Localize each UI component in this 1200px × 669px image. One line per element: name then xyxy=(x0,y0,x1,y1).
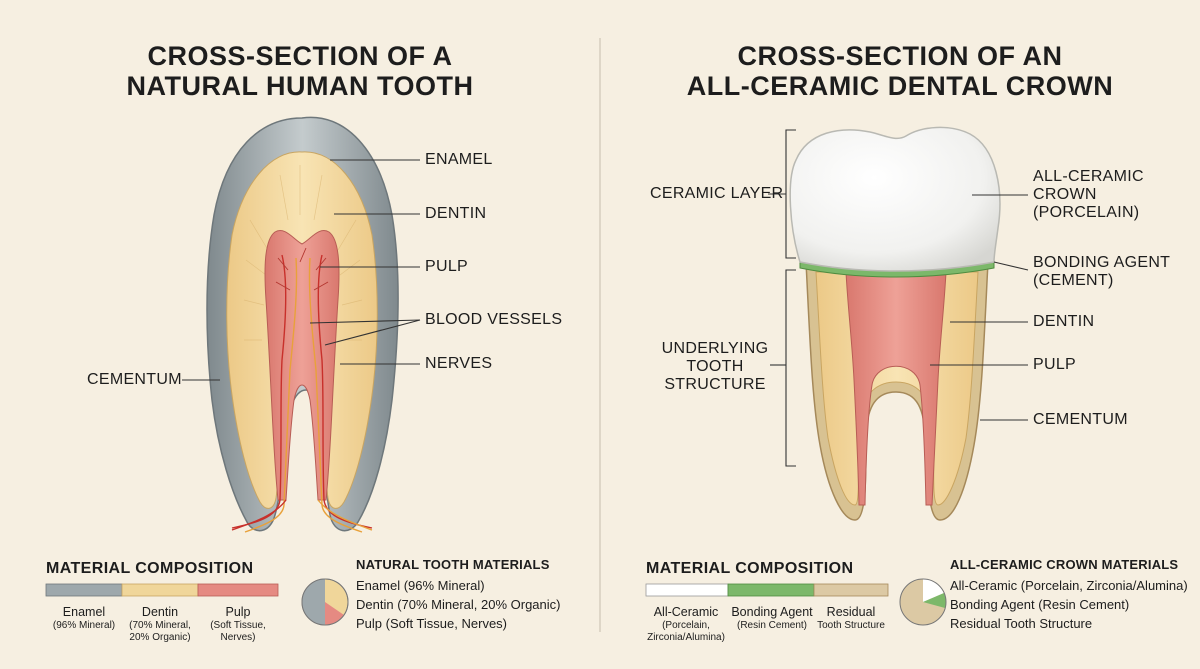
right-leader-lines xyxy=(768,129,1029,467)
left-seg-pulp-name: Pulp xyxy=(225,605,251,619)
label-pulp-right: PULP xyxy=(1033,356,1076,373)
left-legend-item-dentin: Dentin (70% Mineral, 20% Organic) xyxy=(356,597,561,612)
label-underlying-line3: STRUCTURE xyxy=(664,376,766,393)
right-seg-ceramic-name: All-Ceramic xyxy=(653,605,719,619)
right-legend-item-ceramic: All-Ceramic (Porcelain, Zirconia/Alumina… xyxy=(950,578,1188,593)
label-enamel: ENAMEL xyxy=(425,151,493,168)
right-legend-pie xyxy=(899,578,947,626)
left-legend-item-pulp: Pulp (Soft Tissue, Nerves) xyxy=(356,616,507,631)
right-seg-bonding-detail1: (Resin Cement) xyxy=(736,620,808,631)
right-legend-item-residual: Residual Tooth Structure xyxy=(950,616,1093,631)
right-legend-heading: ALL-CERAMIC CROWN MATERIALS xyxy=(950,557,1179,572)
natural-tooth-illustration xyxy=(206,116,399,533)
left-seg-pulp-detail2: Nerves) xyxy=(220,632,256,643)
left-seg-dentin-detail2: 20% Organic) xyxy=(129,632,191,643)
right-seg-residual-detail1: Tooth Structure xyxy=(817,620,885,631)
label-ceramic-layer: CERAMIC LAYER xyxy=(650,185,784,202)
label-cementum-right: CEMENTUM xyxy=(1033,411,1128,428)
label-nerves: NERVES xyxy=(425,355,493,372)
left-legend-heading: NATURAL TOOTH MATERIALS xyxy=(356,557,550,572)
left-seg-enamel-detail: (96% Mineral) xyxy=(52,620,116,631)
left-leader-lines xyxy=(182,159,421,381)
label-crown-line1: ALL-CERAMIC xyxy=(1033,168,1144,185)
left-composition-heading: MATERIAL COMPOSITION xyxy=(46,560,254,577)
bar-segment-bonding xyxy=(727,583,815,597)
bar-segment-enamel xyxy=(45,583,123,597)
label-underlying-line1: UNDERLYING xyxy=(661,340,769,357)
left-seg-pulp-detail1: (Soft Tissue, xyxy=(210,620,266,631)
label-blood-vessels: BLOOD VESSELS xyxy=(425,311,563,328)
right-seg-ceramic-detail1: (Porcelain, xyxy=(662,620,710,631)
label-cementum-left: CEMENTUM xyxy=(87,371,182,388)
label-pulp: PULP xyxy=(425,258,468,275)
label-dentin-right: DENTIN xyxy=(1033,313,1095,330)
left-seg-dentin-name: Dentin xyxy=(141,605,179,619)
bar-segment-residual xyxy=(813,583,889,597)
left-title-line1: CROSS-SECTION OF A xyxy=(147,41,453,71)
left-legend-item-enamel: Enamel (96% Mineral) xyxy=(356,578,485,593)
right-legend-item-bonding: Bonding Agent (Resin Cement) xyxy=(950,597,1130,612)
crowned-tooth-illustration xyxy=(789,126,1001,521)
right-seg-ceramic-detail2: Zirconia/Alumina) xyxy=(647,632,725,643)
left-seg-dentin-detail1: (70% Mineral, xyxy=(129,620,191,631)
bar-segment-pulp xyxy=(197,583,279,597)
right-title-line1: CROSS-SECTION OF AN xyxy=(737,41,1063,71)
ceramic-crown xyxy=(789,126,1001,272)
bar-segment-dentin xyxy=(121,583,199,597)
pulp-chamber xyxy=(264,230,340,501)
label-crown-line3: (PORCELAIN) xyxy=(1033,204,1140,221)
right-composition-heading: MATERIAL COMPOSITION xyxy=(646,560,854,577)
right-title-line2: ALL-CERAMIC DENTAL CROWN xyxy=(686,71,1114,101)
left-composition-bar xyxy=(45,583,279,597)
label-underlying-line2: TOOTH xyxy=(686,358,744,375)
label-dentin: DENTIN xyxy=(425,205,487,222)
residual-pulp xyxy=(845,271,947,506)
right-seg-bonding-name: Bonding Agent xyxy=(731,605,813,619)
left-legend-pie xyxy=(301,578,349,626)
right-seg-residual-name: Residual xyxy=(826,605,876,619)
left-title-line2: NATURAL HUMAN TOOTH xyxy=(126,71,474,101)
label-bonding-line1: BONDING AGENT xyxy=(1033,254,1171,271)
left-seg-enamel-name: Enamel xyxy=(62,605,106,619)
label-bonding-line2: (CEMENT) xyxy=(1033,272,1114,289)
label-crown-line2: CROWN xyxy=(1033,186,1097,203)
bar-segment-ceramic xyxy=(645,583,729,597)
right-composition-bar xyxy=(645,583,889,597)
